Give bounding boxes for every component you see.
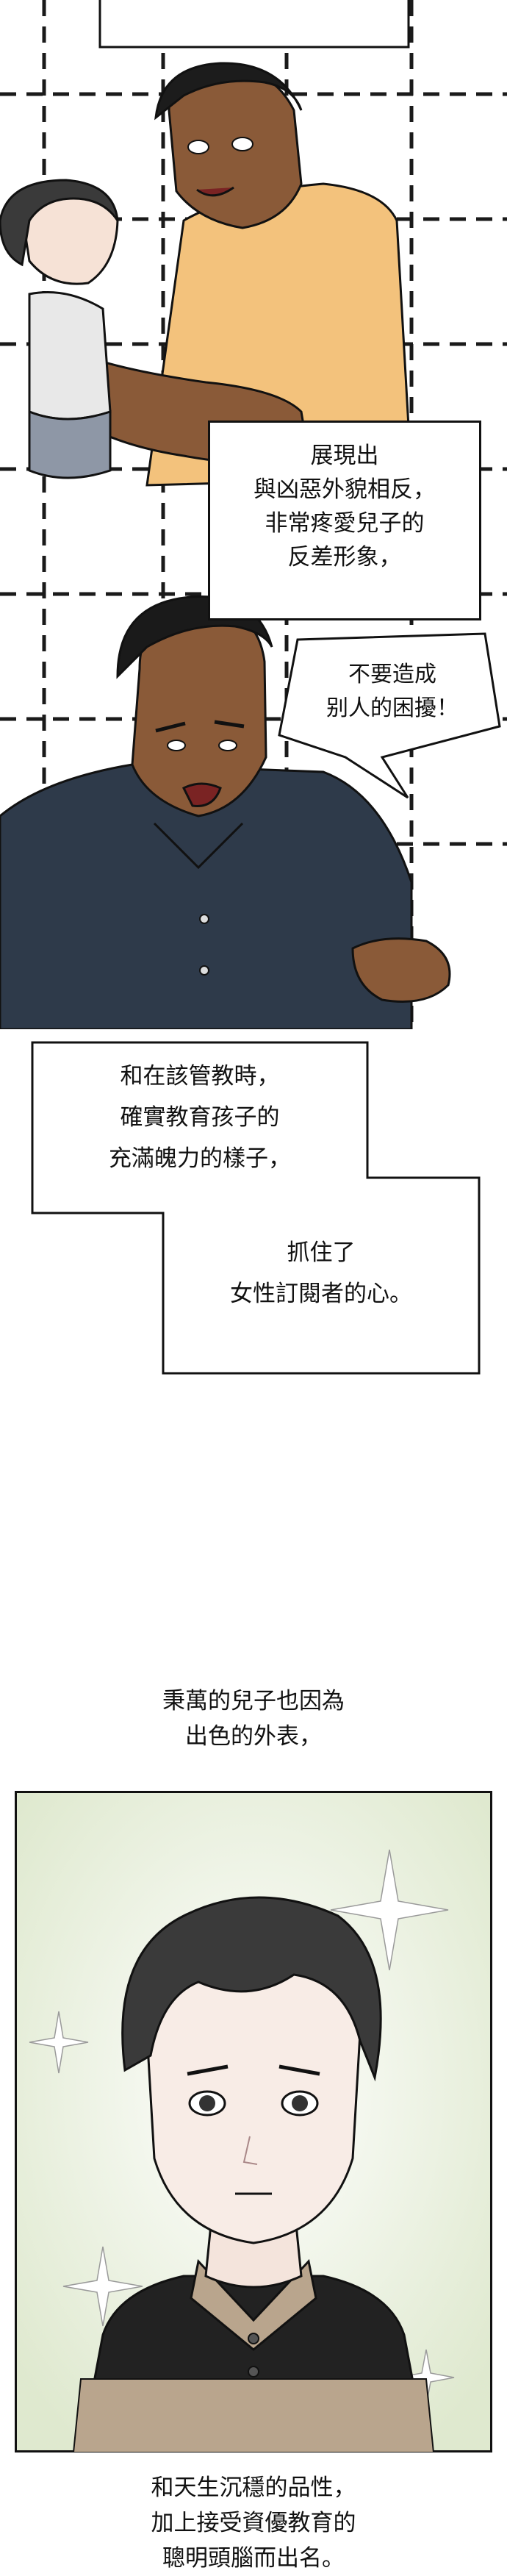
- caption-line: 與凶惡外貌相反，: [254, 476, 436, 503]
- son-panel: [15, 1791, 492, 2452]
- narration-line: 聰明頭腦而出名。: [162, 2545, 345, 2572]
- caption-line: 女性訂閱者的心。: [230, 1281, 412, 1307]
- speech-bubble: [278, 632, 501, 799]
- narration-line: 秉萬的兒子也因為: [162, 1688, 345, 1714]
- caption-box-contrast-image: 展現出 與凶惡外貌相反， 非常疼愛兒子的 反差形象，: [208, 421, 481, 620]
- panel-gutter: [0, 1029, 507, 1044]
- stern-father-figure: [0, 595, 451, 1031]
- caption-discipline: 和在該管教時， 確實教育孩子的 充滿魄力的樣子，: [32, 1056, 367, 1179]
- caption-line: 非常疼愛兒子的: [265, 510, 425, 537]
- bubble-line: 别人的困擾！: [326, 695, 459, 721]
- top-artwork: [0, 0, 507, 1044]
- stepped-caption-frame: [31, 1041, 481, 1375]
- father-figure: [50, 62, 413, 487]
- caption-line: 展現出: [310, 443, 379, 469]
- narration-line: 和天生沉穩的品性，: [151, 2475, 356, 2501]
- narration-son-character: 和天生沉穩的品性， 加上接受資優教育的 聰明頭腦而出名。: [0, 2470, 507, 2576]
- bubble-line: 不要造成: [348, 662, 436, 687]
- narration-line: 加上接受資優教育的: [151, 2510, 356, 2536]
- son-figure: [72, 1896, 435, 2452]
- speech-bubble-text: 不要造成 别人的困擾！: [297, 658, 488, 726]
- narration-son-appearance: 秉萬的兒子也因為 出色的外表，: [0, 1684, 507, 1754]
- toddler-figure: [0, 179, 119, 479]
- caption-line: 充滿魄力的樣子，: [109, 1145, 291, 1172]
- stepped-caption-outline: [31, 1041, 481, 1375]
- caption-line: 抓住了: [287, 1239, 356, 1266]
- caption-subscribers: 抓住了 女性訂閱者的心。: [163, 1232, 479, 1314]
- narration-line: 出色的外表，: [185, 1723, 322, 1750]
- caption-line: 反差形象，: [287, 544, 402, 570]
- top-caption-box: [98, 0, 410, 49]
- caption-line: 和在該管教時，: [120, 1063, 280, 1090]
- caption-line: 確實教育孩子的: [120, 1104, 280, 1131]
